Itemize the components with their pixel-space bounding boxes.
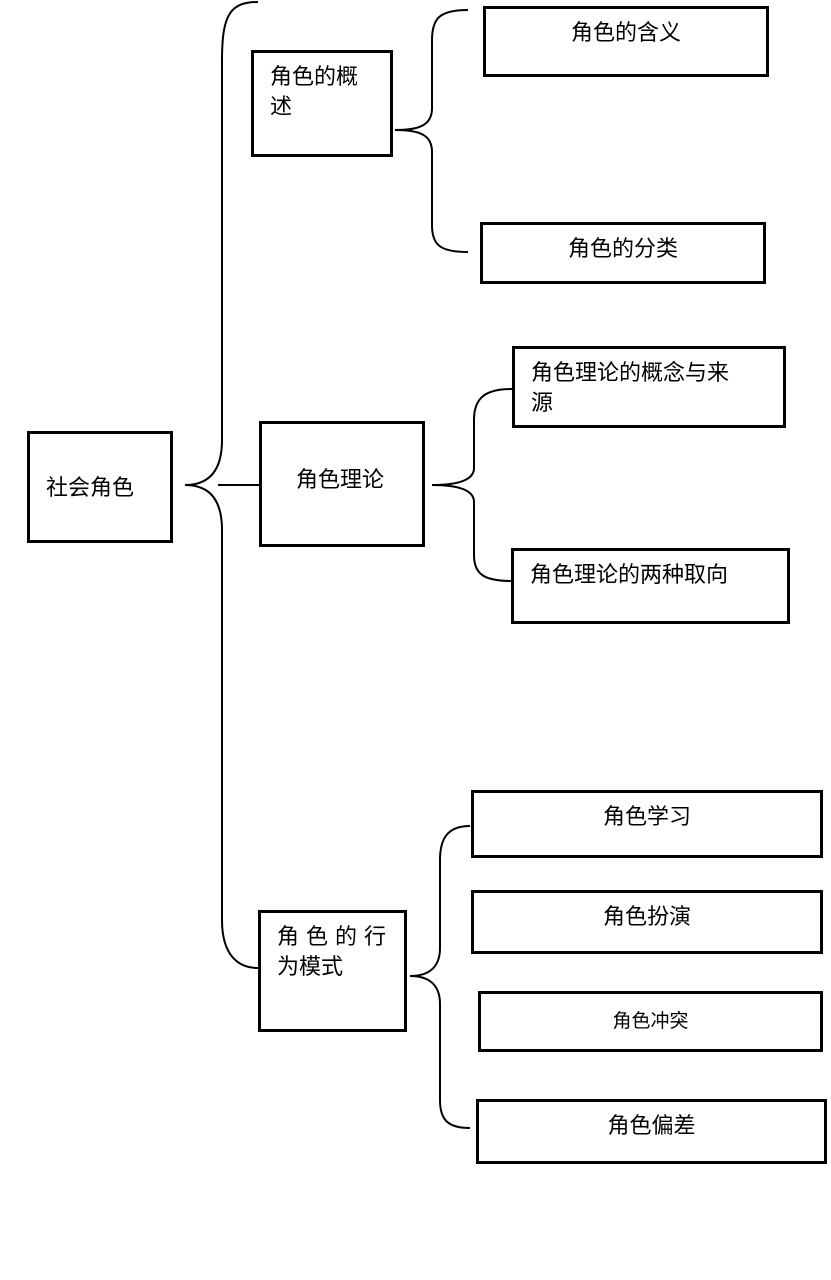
leaf-label-learning: 角色学习 — [602, 805, 691, 830]
leaf-label-deviation: 角色偏差 — [607, 1114, 696, 1139]
branch2-brace — [431, 388, 513, 582]
root-label: 社会角色 — [46, 476, 135, 501]
branch-node-behavior: 角 色 的 行 为模式 — [258, 910, 407, 1032]
branch-node-overview: 角色的概 述 — [251, 50, 393, 157]
leaf-label-theory-orientations: 角色理论的两种取向 — [530, 563, 729, 588]
branch3-brace — [409, 825, 471, 1129]
branch-label-overview: 角色的概 述 — [270, 65, 359, 120]
branch-label-behavior: 角 色 的 行 为模式 — [277, 925, 386, 980]
leaf-label-playing: 角色扮演 — [602, 905, 691, 930]
leaf-node-playing: 角色扮演 — [471, 890, 823, 954]
leaf-node-classification: 角色的分类 — [480, 222, 766, 284]
leaf-node-conflict: 角色冲突 — [478, 991, 823, 1052]
leaf-node-deviation: 角色偏差 — [476, 1099, 827, 1164]
branch-label-theory: 角色理论 — [296, 468, 385, 493]
root-node: 社会角色 — [27, 431, 173, 543]
leaf-node-meaning: 角色的含义 — [483, 6, 769, 77]
leaf-label-conflict: 角色冲突 — [612, 1010, 689, 1032]
leaf-label-theory-concept: 角色理论的概念与来 源 — [531, 361, 730, 416]
root-brace — [184, 1, 259, 969]
branch1-brace — [394, 9, 469, 253]
leaf-node-theory-orientations: 角色理论的两种取向 — [511, 548, 790, 624]
leaf-node-learning: 角色学习 — [471, 790, 823, 858]
leaf-node-theory-concept: 角色理论的概念与来 源 — [512, 346, 786, 428]
leaf-label-meaning: 角色的含义 — [570, 21, 681, 46]
branch-node-theory: 角色理论 — [259, 421, 425, 547]
leaf-label-classification: 角色的分类 — [567, 237, 678, 262]
